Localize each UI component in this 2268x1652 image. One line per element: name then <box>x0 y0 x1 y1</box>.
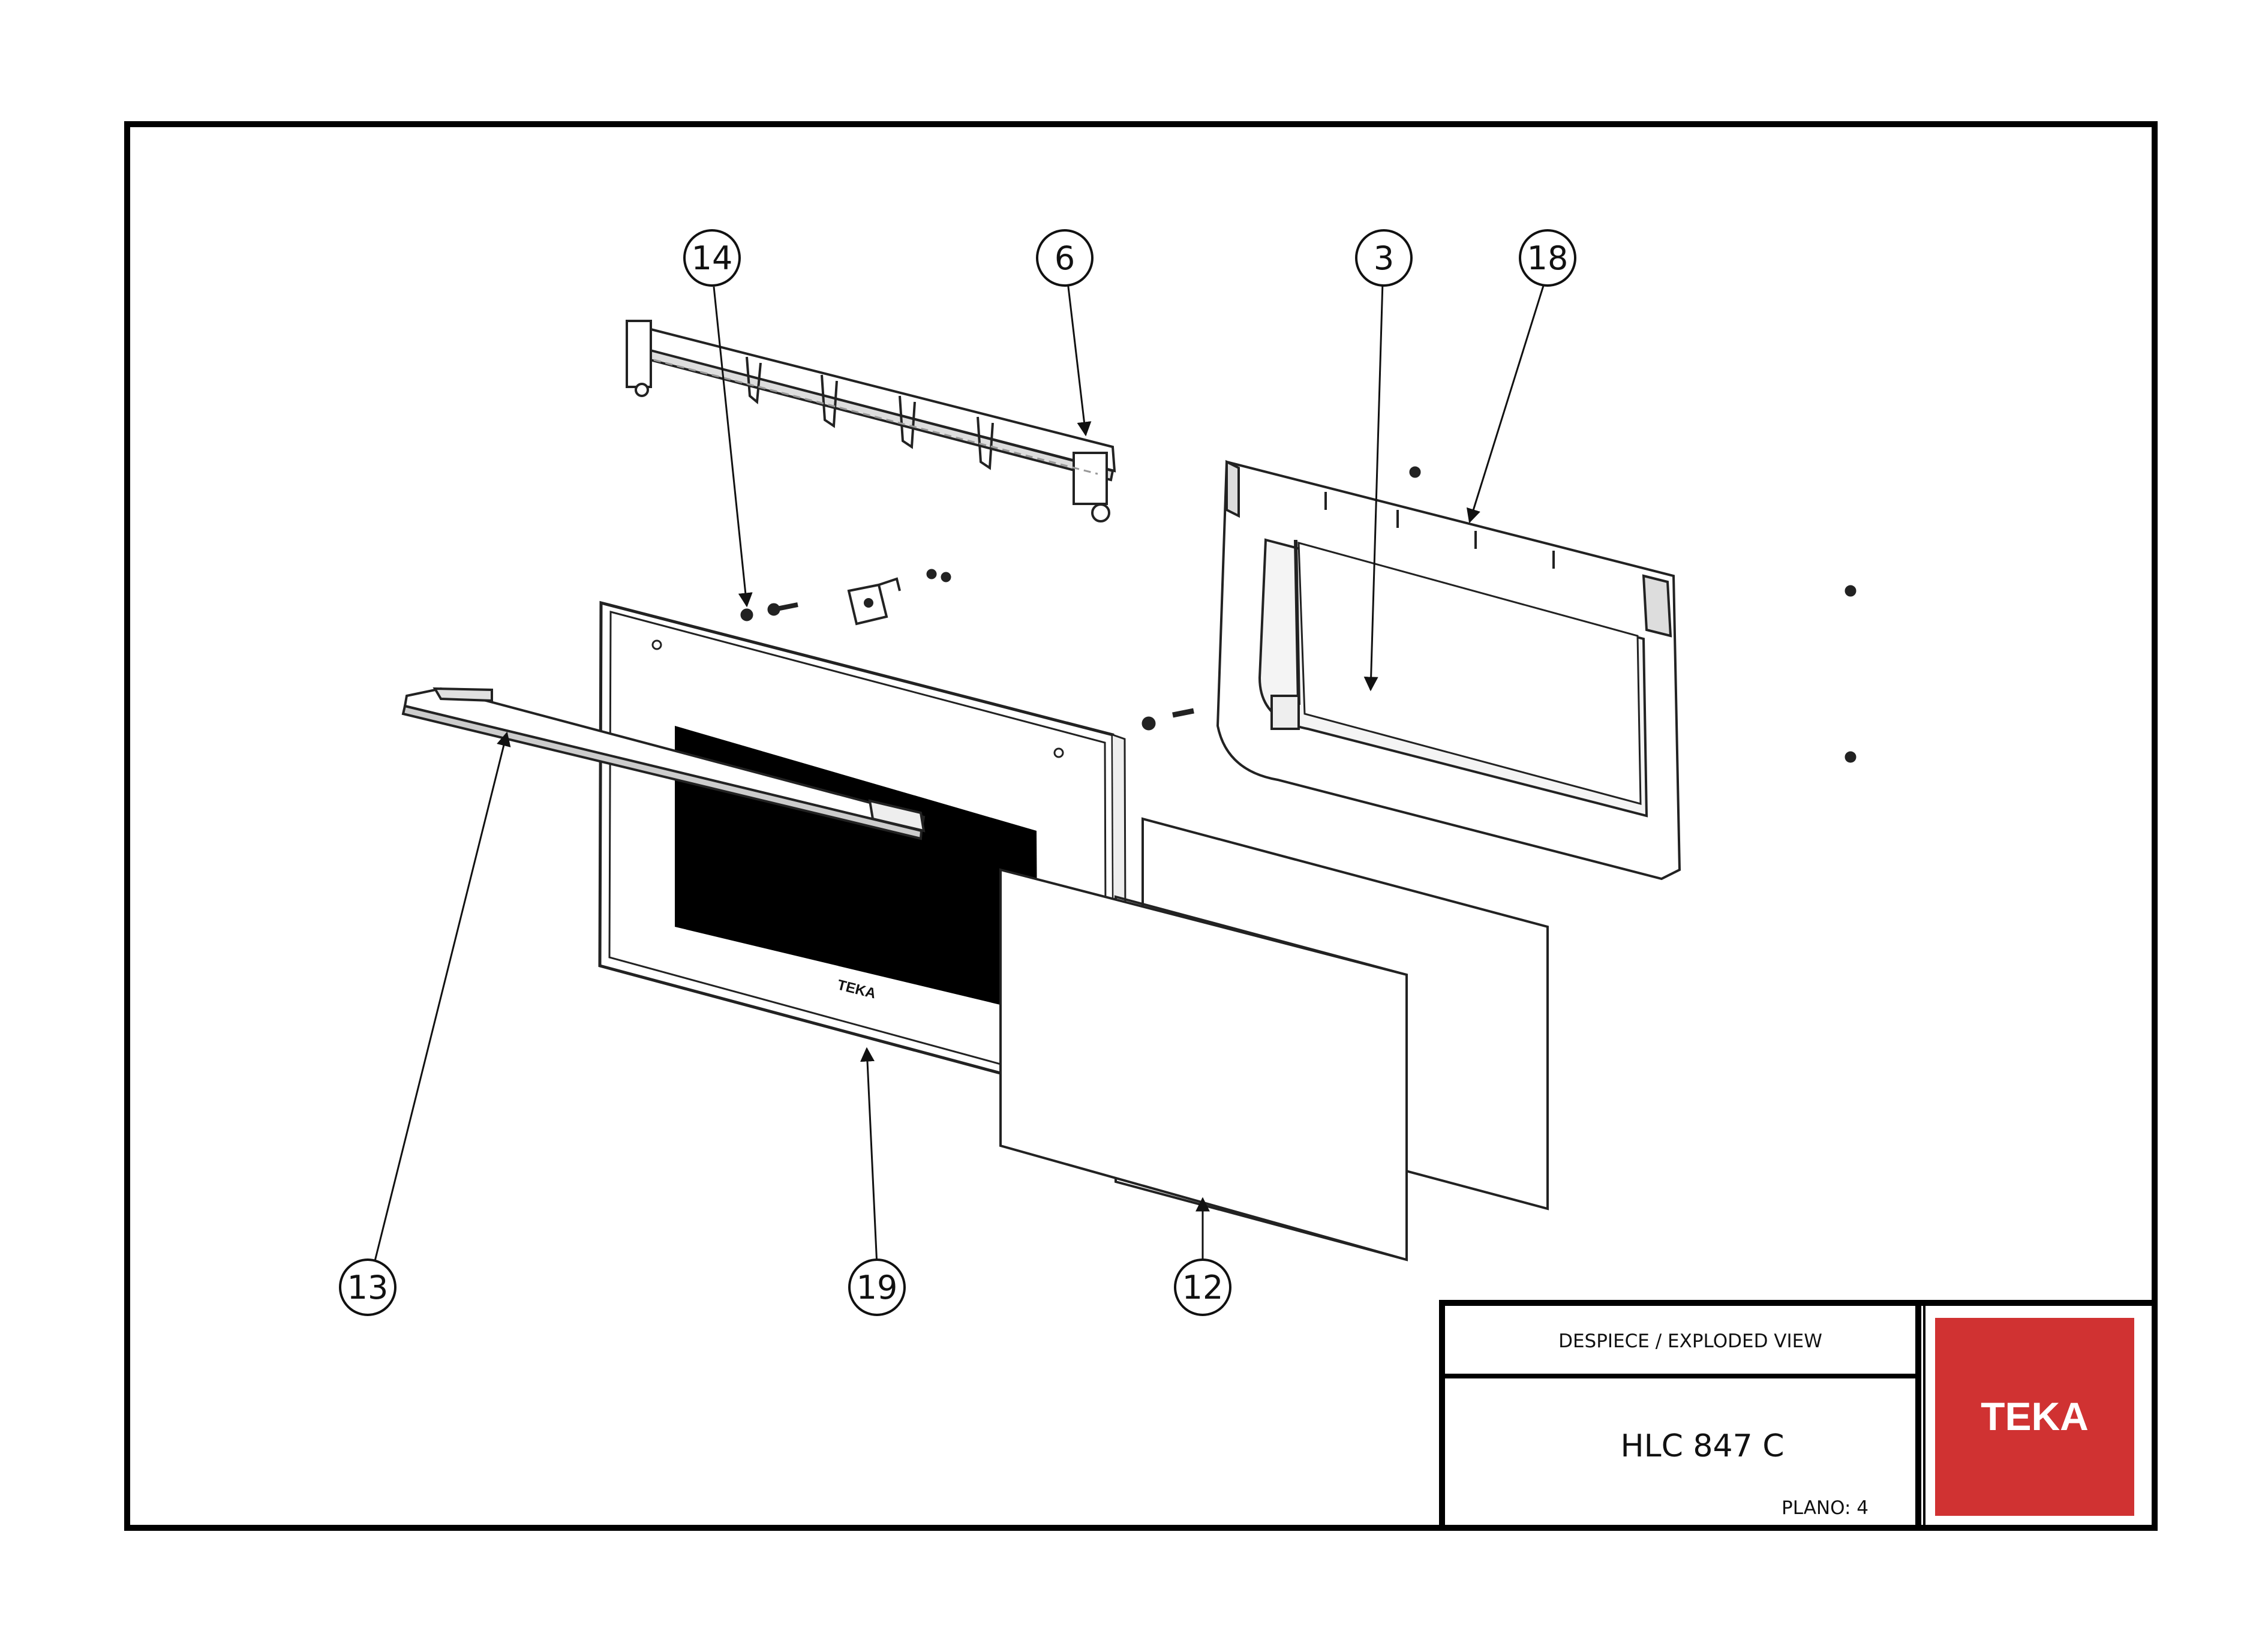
sheet-number: PLANO: 4 <box>1782 1497 1869 1519</box>
callout-19: 19 <box>848 1258 906 1316</box>
svg-text:18: 18 <box>1527 239 1569 277</box>
callout-18: 18 <box>1519 229 1576 287</box>
callout-3: 3 <box>1355 229 1413 287</box>
inner-glass-panels-part <box>999 817 1549 1261</box>
svg-text:6: 6 <box>1055 239 1075 277</box>
teka-logo: TEKA <box>1935 1318 2134 1516</box>
door-top-profile-part <box>626 320 1116 522</box>
view-title: DESPIECE / EXPLODED VIEW <box>1558 1330 1822 1352</box>
callout-14: 14 <box>683 229 741 287</box>
inner-door-frame-part <box>1216 459 1681 881</box>
callout-13: 13 <box>339 1258 396 1316</box>
model-name: HLC 847 C <box>1621 1428 1785 1464</box>
callout-6: 6 <box>1036 229 1094 287</box>
callout-12: 12 <box>1174 1258 1231 1316</box>
leader-lines <box>373 281 1546 1266</box>
screws <box>740 466 1857 763</box>
door-handle-part <box>401 687 926 840</box>
svg-text:3: 3 <box>1374 239 1394 277</box>
drawing-border <box>124 121 2158 1531</box>
hinge-bracket-part <box>847 577 901 626</box>
svg-text:TEKA: TEKA <box>1981 1394 2089 1438</box>
svg-text:13: 13 <box>347 1269 389 1306</box>
svg-text:12: 12 <box>1182 1269 1224 1306</box>
svg-text:19: 19 <box>857 1269 898 1306</box>
svg-text:14: 14 <box>692 239 733 277</box>
